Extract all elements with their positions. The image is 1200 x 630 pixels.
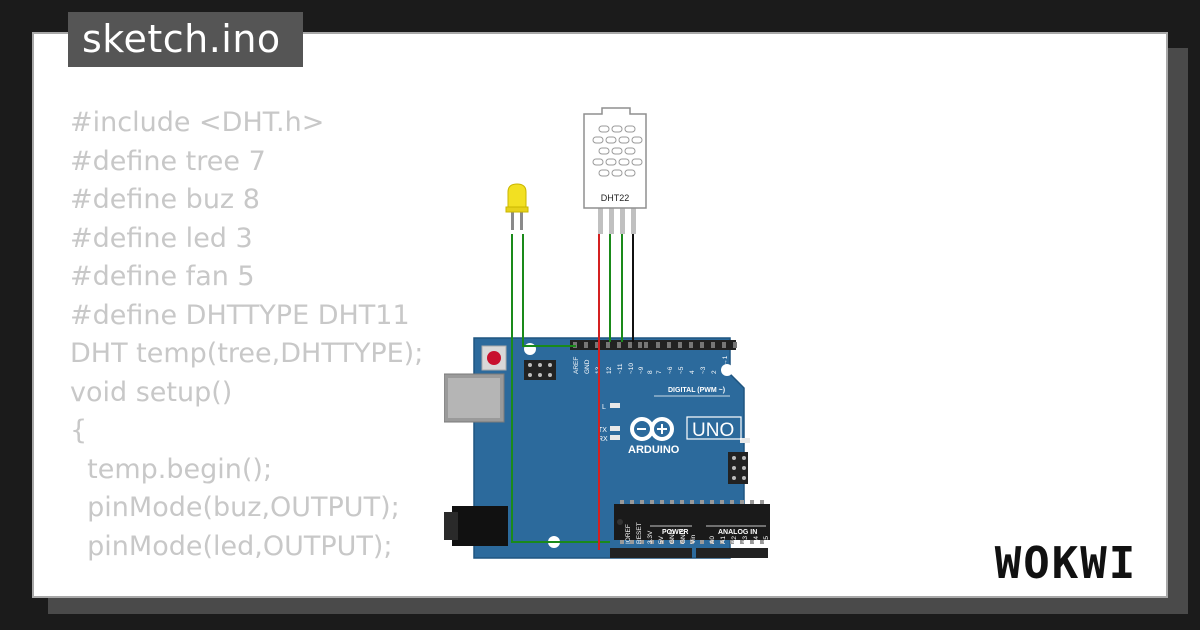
code-line: pinMode(led,OUTPUT); (70, 530, 393, 562)
tx-led-label: TX (598, 427, 607, 434)
sensor-label: DHT22 (601, 193, 630, 203)
pin-label: ~11 (617, 363, 624, 374)
wires (511, 234, 634, 550)
file-title-tab[interactable]: sketch.ino (68, 12, 303, 67)
sensor-pin (609, 196, 614, 234)
code-line: #define fan 5 (70, 261, 255, 292)
code-line: DHT temp(tree,DHTTYPE); (70, 338, 424, 369)
code-line: temp.begin(); (70, 453, 273, 485)
icsp-header (524, 360, 556, 380)
on-led (740, 438, 750, 443)
power-header (610, 548, 692, 558)
rx-led-label: RX (598, 436, 608, 443)
code-preview: #include <DHT.h> #define tree 7 #define bu… (70, 104, 423, 566)
digital-header (570, 340, 737, 350)
pin-label: ~9 (638, 366, 645, 374)
pin-label: RX←0 (733, 354, 740, 374)
analog-label: ANALOG IN (718, 529, 757, 536)
pin-label: 12 (606, 366, 613, 374)
sensor-pin (631, 196, 636, 234)
circuit-diagram: AREF GND 13 12 ~11 ~10 ~9 8 7 ~6 ~5 4 ~3… (444, 107, 770, 559)
pin-label: 5V (658, 535, 665, 544)
uno-badge (686, 416, 742, 440)
code-line: #define tree 7 (70, 145, 266, 177)
code-line: void setup() (70, 376, 233, 408)
code-line: #define DHTTYPE DHT11 (70, 299, 410, 331)
pin-label: A5 (763, 536, 770, 544)
code-line: { (70, 415, 88, 446)
mounting-hole (721, 364, 733, 376)
pin-label: GND (680, 529, 687, 544)
yellow-led[interactable] (505, 183, 529, 230)
wire-led-signal (511, 234, 610, 543)
pin-label: A2 (731, 536, 738, 544)
pin-label: 7 (656, 370, 663, 374)
pin-label: A1 (720, 536, 727, 544)
sensor-pin (598, 196, 603, 234)
pin-label: A3 (742, 536, 749, 544)
tx-led (610, 426, 620, 431)
pin-label: ~6 (667, 366, 674, 374)
pin-label: AREF (573, 357, 580, 374)
power-jack (452, 506, 508, 546)
power-pin-labels: IOREF RESET 3.3V 5V GND GND Vin (625, 522, 697, 544)
pin-label: 4 (689, 370, 696, 374)
wire-led-gnd (522, 234, 576, 347)
pin-label: Vin (690, 534, 697, 544)
analog-pin-labels: A0 A1 A2 A3 A4 A5 (709, 536, 770, 544)
pin-label: A0 (709, 536, 716, 544)
led-leg (520, 210, 523, 230)
code-line: #define buz 8 (70, 184, 260, 215)
l-led-label: L (602, 404, 606, 411)
power-label: POWER (662, 529, 688, 536)
uno-model: UNO (692, 420, 734, 441)
pin-label: 2 (711, 370, 718, 374)
pin-label: RESET (636, 522, 643, 544)
preview-card: #include <DHT.h> #define tree 7 #define bu… (32, 32, 1168, 598)
pin-label: ~5 (678, 366, 685, 374)
pin-label: A4 (753, 536, 760, 544)
code-line: #include <DHT.h> (70, 107, 325, 138)
arduino-uno-board[interactable]: AREF GND 13 12 ~11 ~10 ~9 8 7 ~6 ~5 4 ~3… (444, 337, 770, 559)
pin-label: GND (669, 529, 676, 544)
arduino-brand: ARDUINO (628, 444, 680, 456)
analog-header (696, 548, 768, 558)
rx-led (610, 435, 620, 440)
icsp-header (728, 452, 748, 484)
logo-text: WOKWI (995, 538, 1137, 588)
arduino-logo-icon (630, 417, 674, 441)
pin-label: ~10 (628, 363, 635, 374)
code-line: pinMode(buz,OUTPUT); (70, 492, 400, 523)
pin-label: GND (584, 359, 591, 374)
on-led-label: ON (754, 438, 765, 445)
sensor-pin (620, 196, 625, 234)
reset-button[interactable] (487, 351, 501, 365)
usb-port-inner (448, 378, 500, 418)
dht22-sensor[interactable]: DHT22 (583, 107, 647, 234)
pin-label: ~3 (700, 366, 707, 374)
atmega-chip (614, 500, 770, 544)
l-led (610, 403, 620, 408)
pin-label: TX→1 (722, 355, 729, 374)
digital-label: DIGITAL (PWM ~) (668, 387, 725, 394)
pin-label: 3.3V (647, 530, 654, 544)
wokwi-logo: WOKWI (995, 538, 1137, 588)
power-jack-tip (444, 512, 458, 540)
pin-label: IOREF (625, 524, 632, 544)
led-leg (511, 210, 514, 230)
pin-label: 8 (647, 370, 654, 374)
mounting-hole (524, 343, 536, 355)
code-line: #define led 3 (70, 222, 253, 254)
sensor-grille (592, 125, 643, 177)
